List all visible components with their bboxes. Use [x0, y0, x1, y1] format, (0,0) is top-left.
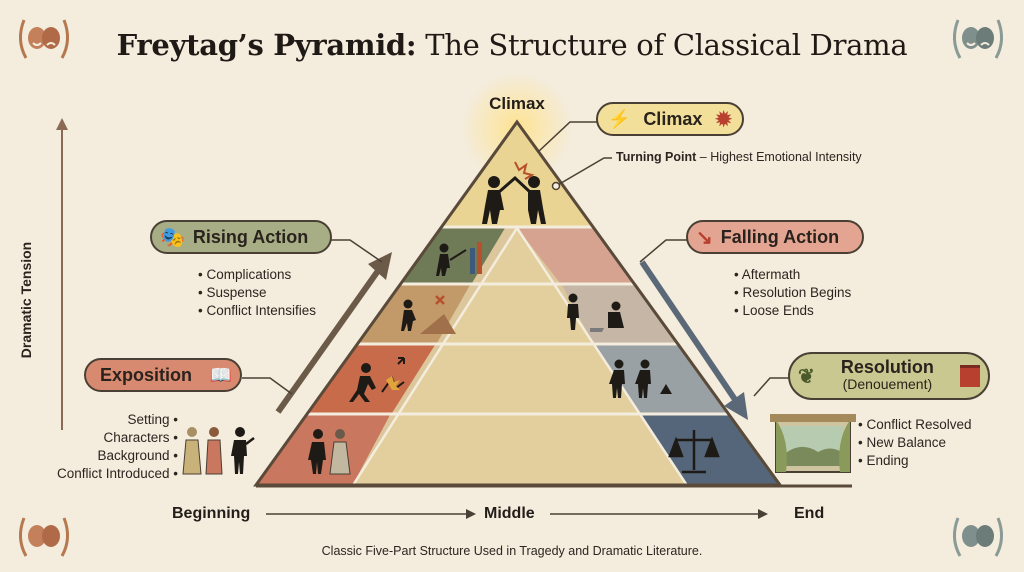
falling-leader — [639, 239, 688, 263]
bullet-item: • Suspense — [198, 285, 267, 300]
turning-point-leader — [555, 157, 612, 187]
lightning-icon: ⚡ — [608, 108, 631, 129]
climbing-figure-icon — [401, 295, 456, 334]
central-wedge — [350, 228, 690, 485]
rising-action-label-box: 🎭 Rising Action — [150, 220, 332, 254]
timeline-middle: Middle — [484, 505, 535, 522]
bullet-item: • Ending — [858, 453, 909, 468]
footer-caption: Classic Five-Part Structure Used in Trag… — [321, 544, 703, 558]
theater-masks-icon — [19, 19, 69, 59]
timeline-arrow-2 — [550, 509, 768, 519]
balance-scales-icon — [668, 430, 720, 474]
curtain-icon — [959, 365, 980, 387]
exposition-leader — [242, 377, 293, 395]
bullet-item: Background • — [97, 448, 178, 463]
talking-figures-icon — [609, 359, 672, 398]
falling-action-label: Falling Action — [720, 226, 840, 247]
couple-figures-icon — [308, 429, 351, 475]
bullet-item: • Loose Ends — [734, 303, 814, 318]
resolution-bullets: • Conflict Resolved • New Balance • Endi… — [858, 416, 972, 470]
rising-arrow — [275, 252, 392, 414]
tension-axis-arrow — [56, 118, 68, 430]
exposition-label-box: Exposition 📖 — [84, 358, 242, 392]
page-title: Freytag’s Pyramid: The Structure of Clas… — [116, 28, 908, 62]
mourning-figures-icon — [567, 293, 624, 332]
open-book-icon: 📖 — [209, 364, 232, 385]
bullet-item: • Conflict Resolved — [858, 417, 972, 432]
rising-action-label: Rising Action — [192, 226, 309, 247]
resolution-sublabel: (Denouement) — [842, 376, 933, 392]
worker-figure-icon — [436, 242, 482, 276]
exposition-figures-icon — [182, 427, 255, 475]
theater-masks-icon — [953, 517, 1003, 557]
theater-masks-icon — [19, 517, 69, 557]
bullet-item: • Complications — [198, 267, 292, 282]
exposition-label: Exposition — [100, 364, 193, 385]
bullet-item: Conflict Introduced • — [56, 466, 178, 481]
falling-action-bullets: • Aftermath • Resolution Begins • Loose … — [734, 266, 851, 320]
running-figure-icon — [349, 357, 405, 402]
olive-branch-icon: ❦ — [798, 365, 815, 388]
trend-down-icon: ↘ — [696, 226, 713, 249]
resolution-label: Resolution — [840, 357, 934, 377]
rising-leader — [330, 239, 383, 263]
burst-icon: ✹ — [715, 108, 732, 131]
resolution-text: Resolution (Denouement) — [840, 357, 934, 393]
climax-label: Climax — [643, 108, 703, 129]
bullet-item: • Conflict Intensifies — [198, 303, 317, 318]
fighting-figures-icon — [482, 161, 546, 224]
climax-band — [420, 122, 620, 226]
resolution-leader — [753, 377, 790, 397]
exposition-bullets: Setting • Characters • Background • Conf… — [30, 411, 178, 483]
bullet-item: Characters • — [103, 430, 178, 445]
climax-leader — [537, 121, 598, 153]
apex-label: Climax — [489, 94, 545, 113]
theater-masks-icon: 🎭 — [160, 226, 185, 249]
bullet-item: • Aftermath — [734, 267, 801, 282]
falling-action-label-box: ↘ Falling Action — [686, 220, 864, 254]
stage-landscape-icon — [770, 414, 856, 473]
theater-masks-icon — [953, 19, 1003, 59]
timeline-end: End — [794, 505, 825, 522]
timeline-arrow-1 — [266, 509, 476, 519]
falling-arrow — [639, 260, 748, 420]
turning-point-note: Turning Point – Highest Emotional Intens… — [616, 150, 862, 164]
bullet-item: • Resolution Begins — [734, 285, 852, 300]
rising-action-bullets: • Complications • Suspense • Conflict In… — [198, 266, 316, 320]
climax-label-box: ⚡ Climax ✹ — [596, 102, 744, 136]
bullet-item: • New Balance — [858, 435, 947, 450]
timeline-beginning: Beginning — [172, 505, 251, 522]
bullet-item: Setting • — [127, 412, 178, 427]
resolution-label-box: ❦ Resolution (Denouement) — [788, 352, 990, 400]
